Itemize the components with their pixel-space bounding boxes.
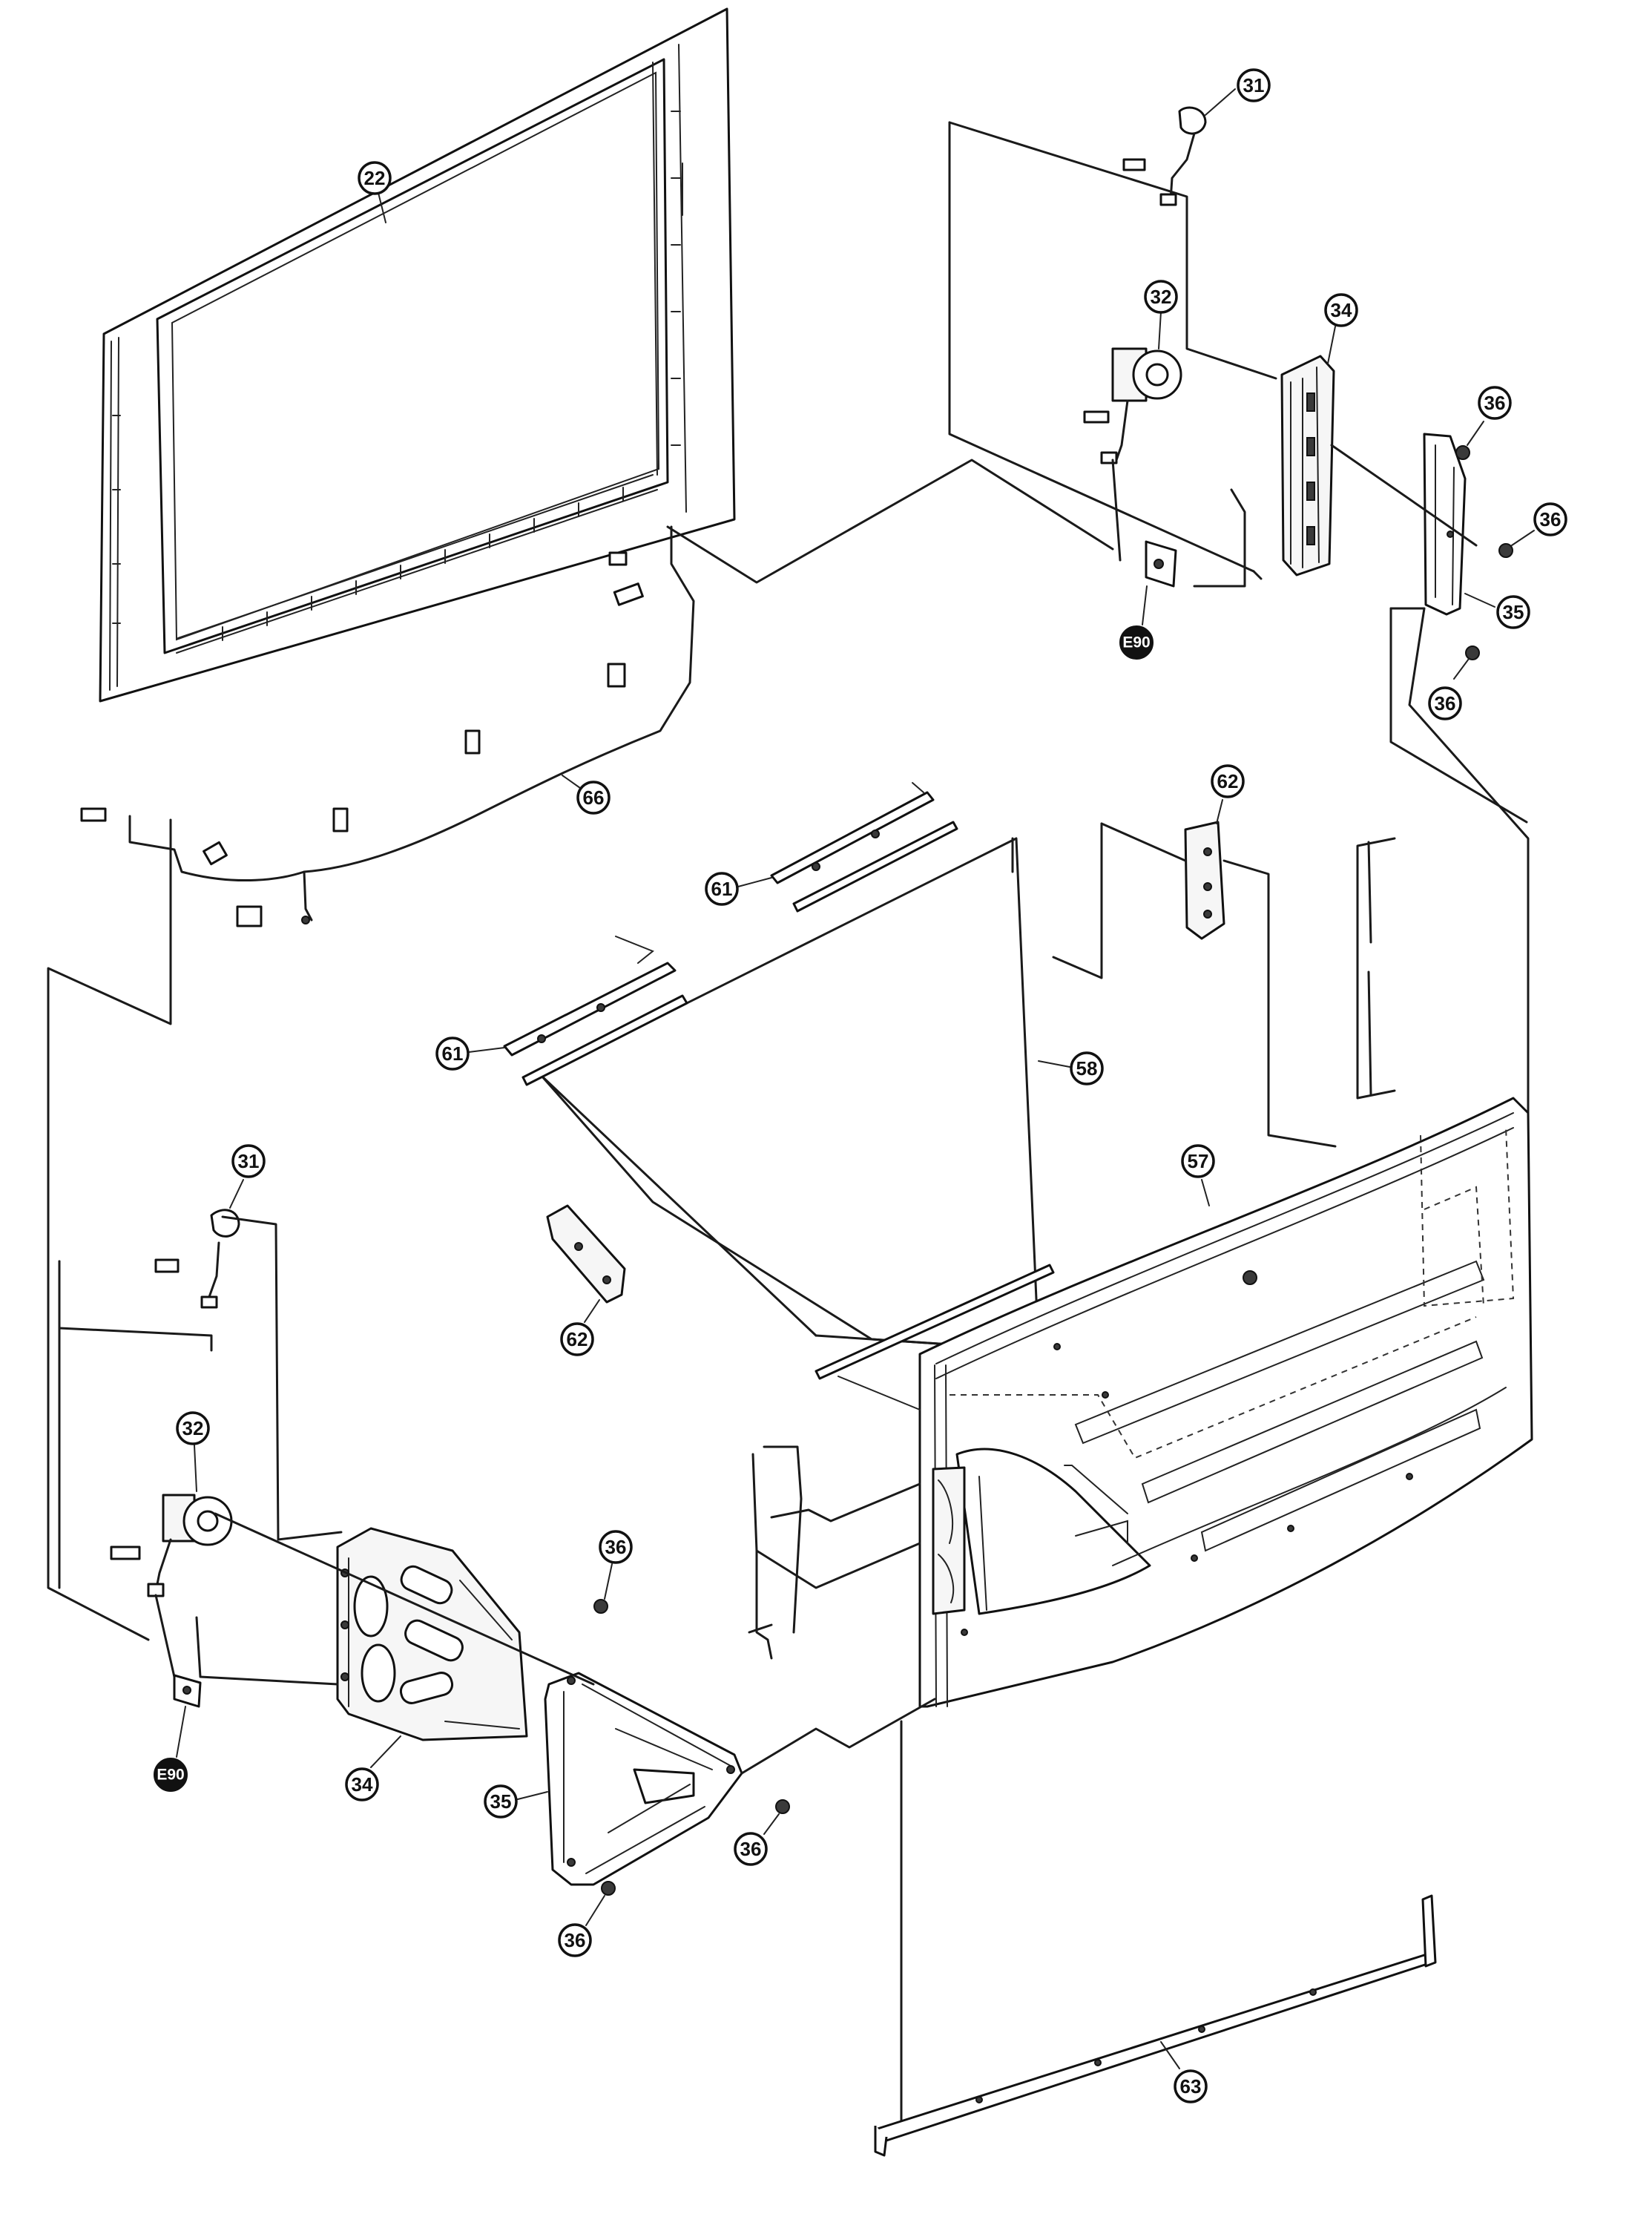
callout-35-low: 35 bbox=[484, 1784, 548, 1819]
callout-36-c-label: 36 bbox=[1435, 692, 1456, 715]
callout-62-top-label: 62 bbox=[1217, 770, 1239, 792]
ground-e90-low-label: E90 bbox=[157, 1767, 184, 1784]
callout-32-low-label: 32 bbox=[182, 1417, 204, 1439]
assembly-lines-low bbox=[47, 818, 936, 1775]
bracket-34-low bbox=[336, 1527, 528, 1741]
callout-32-top: 32 bbox=[1144, 280, 1178, 349]
screw-36-b: 36 bbox=[1498, 502, 1567, 558]
callout-62-top: 62 bbox=[1211, 764, 1245, 824]
rail-61-lower bbox=[503, 936, 688, 1086]
connector-31-low bbox=[154, 1209, 343, 1541]
ground-e90-top: E90 bbox=[1119, 585, 1154, 660]
callout-36-e-label: 36 bbox=[740, 1838, 762, 1860]
callout-31-top: 31 bbox=[1205, 68, 1271, 116]
callout-57: 57 bbox=[1181, 1144, 1215, 1206]
callout-66-label: 66 bbox=[583, 786, 605, 809]
front-frame-22 bbox=[99, 7, 736, 703]
callout-34-top: 34 bbox=[1324, 293, 1358, 364]
callout-62-low-label: 62 bbox=[567, 1328, 588, 1350]
callout-31-low: 31 bbox=[229, 1144, 266, 1209]
screw-36-c: 36 bbox=[1428, 646, 1480, 720]
rail-61-upper bbox=[770, 782, 958, 913]
callout-58: 58 bbox=[1038, 1051, 1104, 1085]
rail-63 bbox=[874, 1720, 1437, 2157]
assembly-lines-top bbox=[666, 121, 1530, 1129]
callout-32-top-label: 32 bbox=[1151, 286, 1172, 308]
right-wire-bracket bbox=[1356, 837, 1396, 1100]
motor-32-low bbox=[110, 1494, 233, 1678]
screw-36-f: 36 bbox=[558, 1881, 616, 1957]
callout-35-top: 35 bbox=[1464, 593, 1530, 629]
callout-22: 22 bbox=[358, 161, 392, 223]
callout-61-a-label: 61 bbox=[711, 878, 733, 900]
bracket-62-upper bbox=[1052, 821, 1337, 1148]
callout-61-b: 61 bbox=[435, 1037, 505, 1071]
callout-63: 63 bbox=[1160, 2041, 1208, 2103]
screw-36-d: 36 bbox=[593, 1530, 633, 1614]
cabinet-57 bbox=[918, 1097, 1533, 1708]
wire-harness-66 bbox=[80, 525, 695, 927]
callout-63-label: 63 bbox=[1180, 2075, 1202, 2098]
callout-34-low-label: 34 bbox=[352, 1773, 373, 1796]
ground-e90-top-label: E90 bbox=[1122, 634, 1150, 651]
callout-66: 66 bbox=[562, 775, 611, 815]
screws-36-top: 36 36 36 bbox=[1428, 386, 1567, 720]
screws-36-low: 36 36 36 bbox=[558, 1530, 790, 1957]
connector-31-top bbox=[1122, 106, 1207, 206]
callout-61-a: 61 bbox=[705, 872, 772, 906]
callout-58-label: 58 bbox=[1076, 1057, 1098, 1080]
mirror-bottom-rail bbox=[815, 1264, 1055, 1380]
bracket-34-top bbox=[1280, 355, 1335, 577]
callout-22-label: 22 bbox=[364, 167, 386, 189]
ground-e90-low: E90 bbox=[154, 1674, 202, 1792]
callout-32-low: 32 bbox=[176, 1411, 210, 1492]
callout-36-a-label: 36 bbox=[1484, 392, 1506, 414]
callout-61-b-label: 61 bbox=[442, 1042, 464, 1065]
callout-31-top-label: 31 bbox=[1243, 74, 1265, 96]
guide-lines bbox=[837, 837, 1014, 1410]
callout-34-top-label: 34 bbox=[1331, 299, 1352, 321]
callout-35-low-label: 35 bbox=[490, 1790, 512, 1813]
callout-36-f-label: 36 bbox=[565, 1929, 586, 1951]
callout-62-low: 62 bbox=[560, 1299, 600, 1356]
callout-35-top-label: 35 bbox=[1503, 601, 1524, 623]
plate-35-low bbox=[544, 1672, 743, 1886]
callout-36-b-label: 36 bbox=[1540, 508, 1561, 530]
motor-32-top bbox=[1083, 347, 1182, 588]
screw-36-e: 36 bbox=[734, 1799, 790, 1866]
bracket-62-lower bbox=[546, 1204, 626, 1304]
callout-57-label: 57 bbox=[1188, 1150, 1209, 1172]
screw-36-a: 36 bbox=[1455, 386, 1512, 460]
callout-34-low: 34 bbox=[345, 1735, 401, 1801]
callout-36-d-label: 36 bbox=[605, 1536, 627, 1558]
callout-31-low-label: 31 bbox=[238, 1150, 260, 1172]
